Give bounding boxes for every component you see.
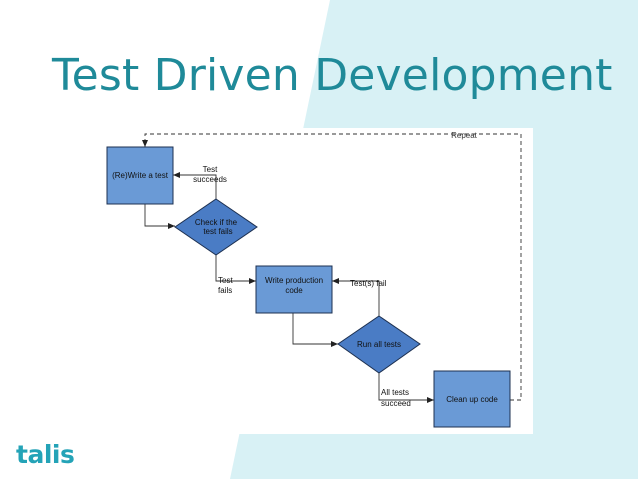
check-fails-diamond	[174, 198, 258, 256]
clean-up-label: Clean up code	[446, 395, 498, 404]
test-succeeds-label-line1: Test	[203, 165, 218, 174]
test-fails-label-line1: Test	[218, 276, 233, 285]
write-test-box	[106, 146, 174, 205]
edge-check-to-code	[215, 255, 256, 284]
run-tests-diamond	[337, 315, 421, 374]
write-code-box	[255, 265, 333, 314]
all-succeed-label-line2: succeed	[381, 399, 411, 408]
check-fails-label-line1: Check if the	[195, 218, 238, 227]
edge-run-to-cleanup	[378, 373, 434, 403]
write-test-label: (Re)Write a test	[112, 171, 169, 180]
write-code-label-line2: code	[285, 286, 303, 295]
diagram-panel: Repeat (Re)Write a test Check if the tes…	[82, 128, 533, 434]
check-fails-label-line2: test fails	[203, 227, 232, 236]
talis-logo: talis	[16, 440, 75, 469]
edge-run-to-code	[332, 278, 380, 316]
test-fails-label-line2: fails	[218, 286, 232, 295]
repeat-loop-edge	[142, 133, 522, 401]
write-code-label-line1: Write production	[265, 276, 323, 285]
test-succeeds-label-line2: succeeds	[193, 175, 227, 184]
edge-write-to-check	[144, 204, 175, 229]
all-succeed-label-line1: All tests	[381, 388, 409, 397]
tests-fail-label: Test(s) fail	[350, 279, 387, 288]
repeat-label: Repeat	[451, 131, 478, 140]
run-tests-label: Run all tests	[357, 340, 401, 349]
clean-up-box	[433, 370, 511, 428]
tdd-flowchart: Repeat (Re)Write a test Check if the tes…	[106, 131, 522, 428]
edge-check-to-write-test	[173, 172, 217, 199]
slide-title: Test Driven Development	[52, 50, 613, 101]
edge-code-to-run	[292, 313, 338, 347]
